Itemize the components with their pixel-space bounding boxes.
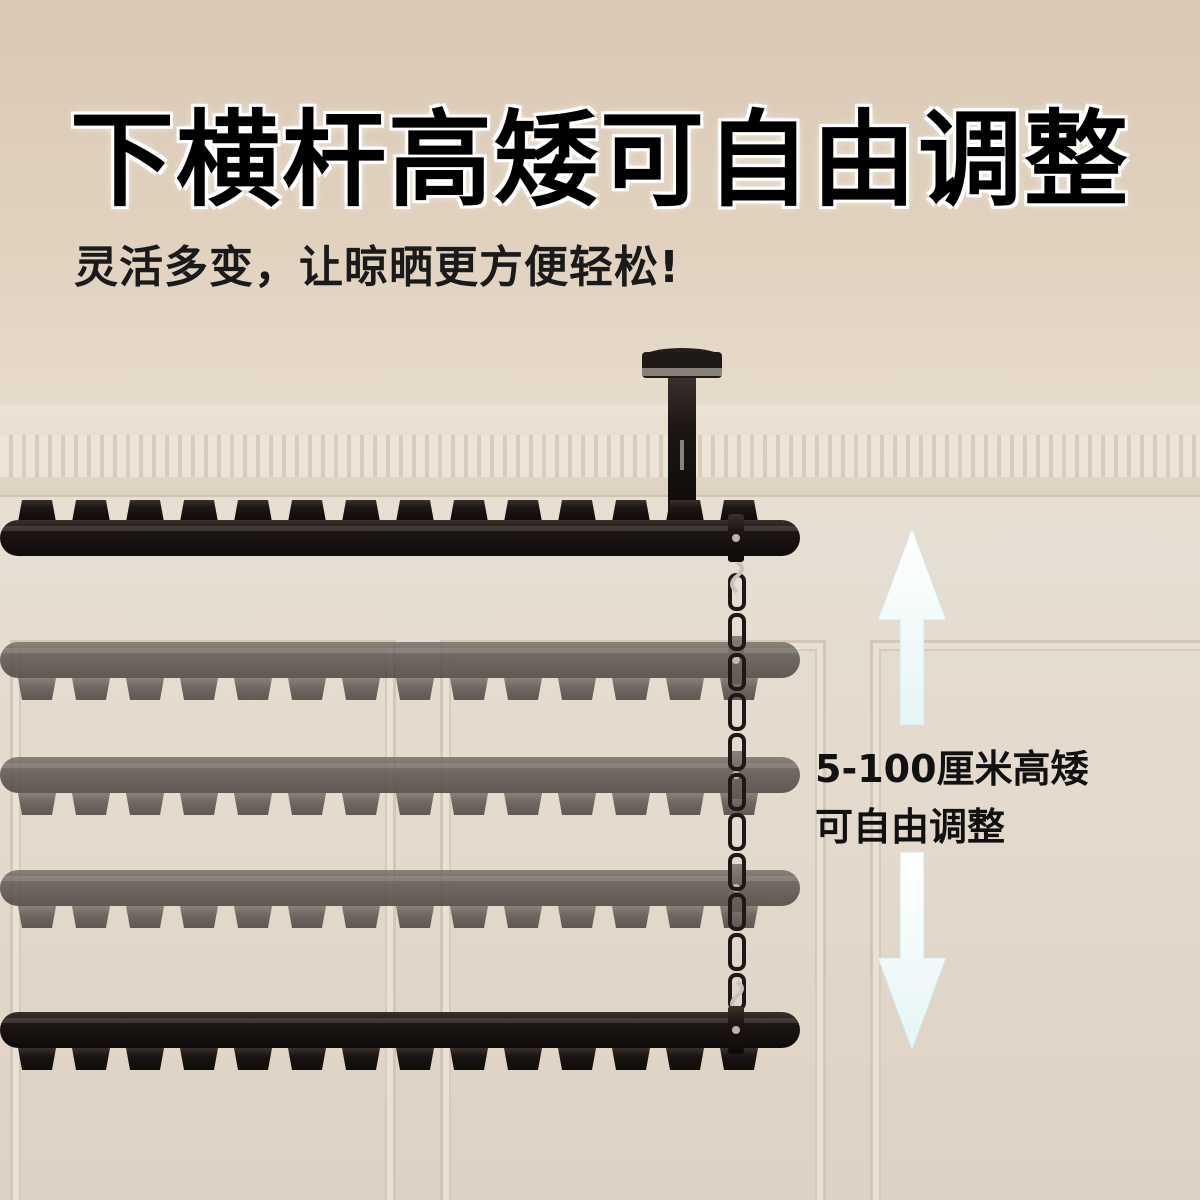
ceiling-mount	[642, 348, 722, 518]
height-range-annotation: 5-100厘米高矮 可自由调整	[815, 740, 1089, 856]
wall-panel-left	[10, 640, 396, 1200]
wall	[0, 497, 1200, 1200]
wall-panel-right	[870, 640, 1200, 1200]
ceiling	[0, 0, 1200, 405]
ghost-rods	[0, 636, 800, 928]
cornice-dentils	[0, 435, 1200, 477]
wall-panel-mid	[440, 640, 826, 1200]
down-arrow-icon	[877, 851, 947, 1052]
up-arrow-icon	[877, 526, 947, 726]
upper-crossbar	[0, 500, 800, 562]
annotation-line-1: 5-100厘米高矮	[815, 747, 1089, 791]
annotation-line-2: 可自由调整	[815, 805, 1006, 849]
headline: 下横杆高矮可自由调整	[69, 99, 1130, 221]
lower-crossbar	[0, 1006, 800, 1070]
subheadline: 灵活多变，让晾晒更方便轻松!	[74, 242, 681, 293]
